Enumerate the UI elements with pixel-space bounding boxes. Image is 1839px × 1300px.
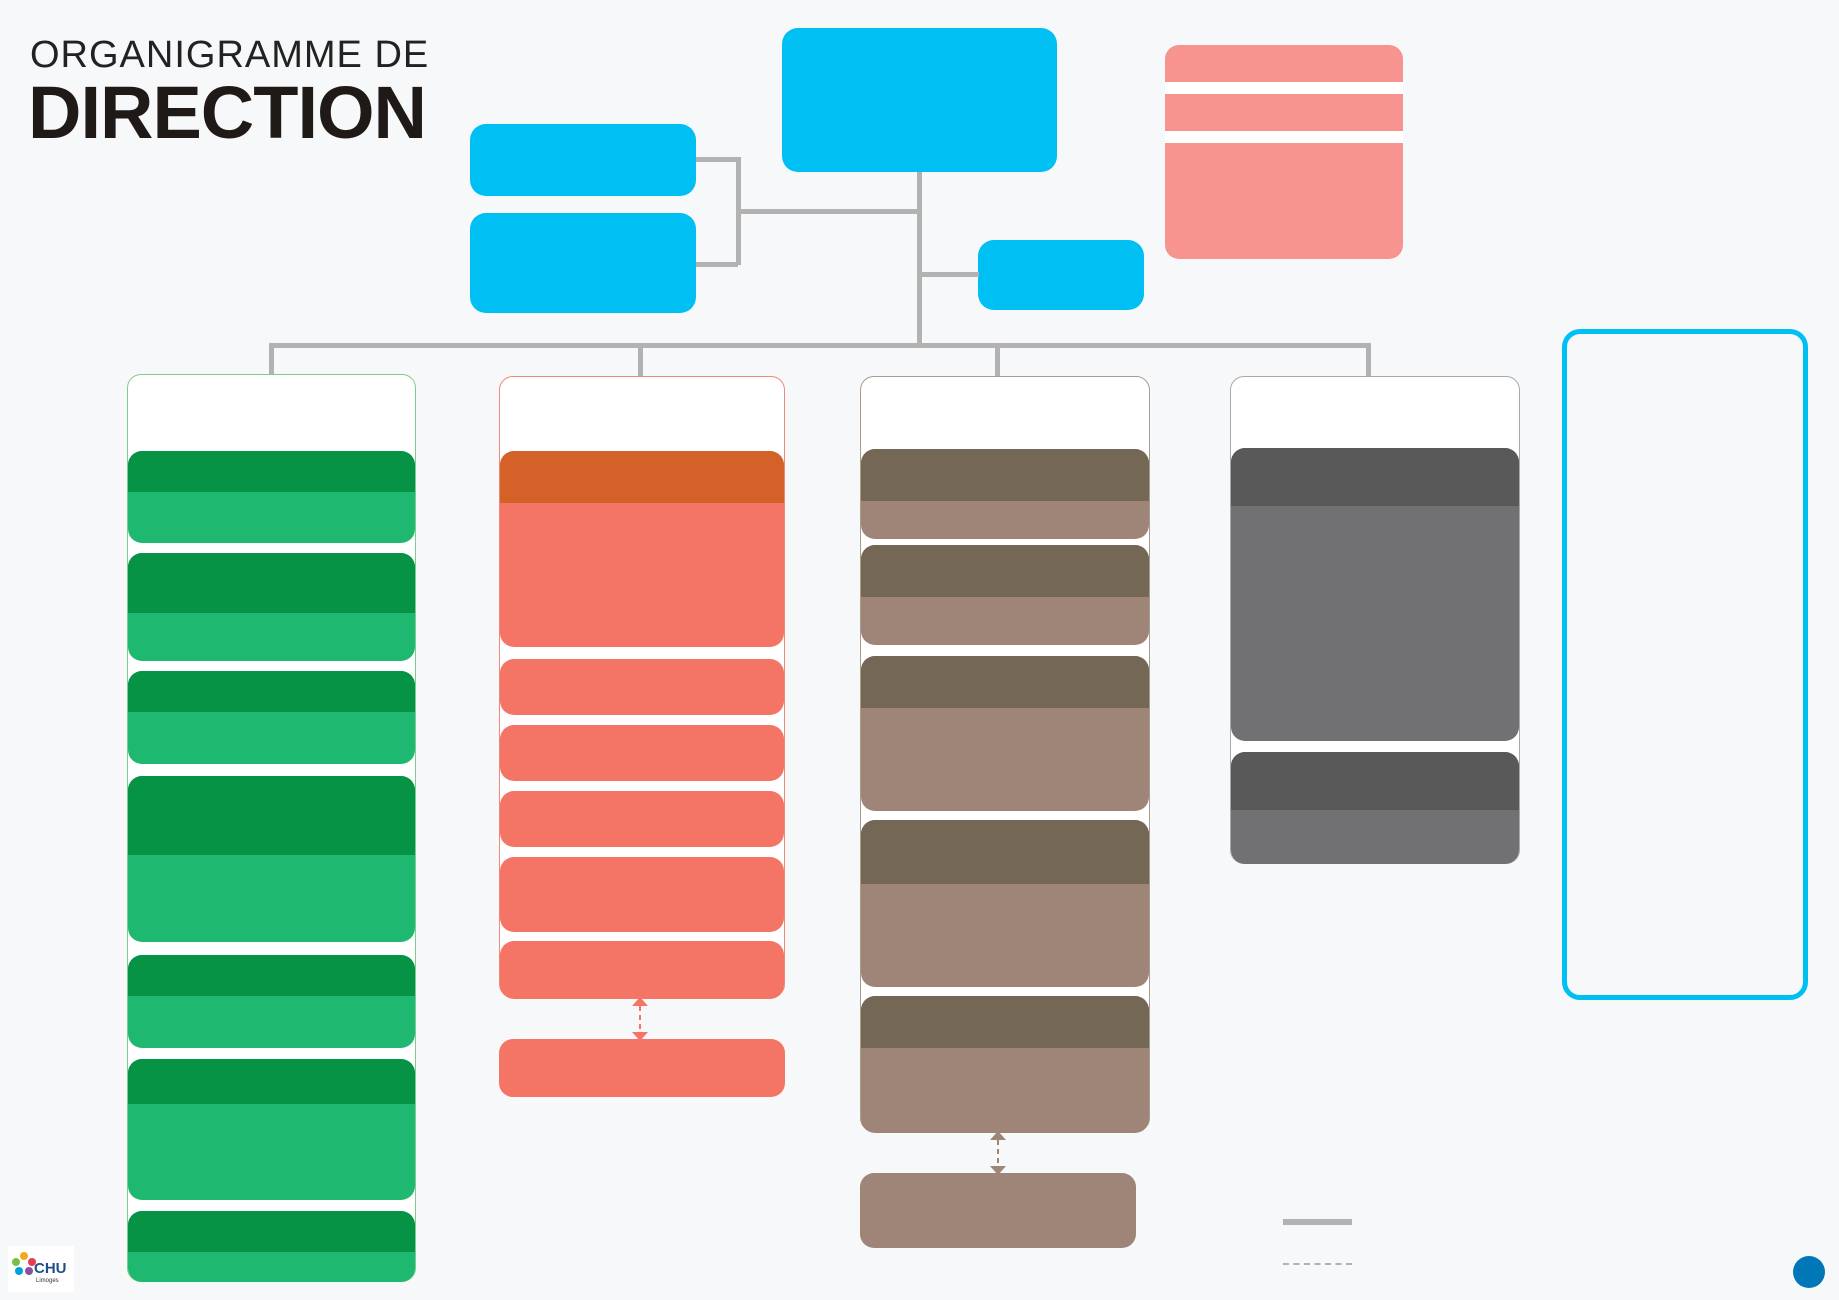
director-general-box (782, 28, 1057, 172)
attached-service-box (499, 1039, 785, 1097)
page-title: DIRECTION (28, 71, 427, 154)
department-card (500, 725, 784, 781)
department-card (1231, 448, 1519, 741)
connector-line (696, 157, 738, 162)
secretariat-box (1165, 45, 1403, 259)
chu-logo: CHU Limoges (8, 1246, 74, 1292)
connector-line (696, 262, 738, 267)
flower-icon (12, 1252, 36, 1275)
page-title-line1: ORGANIGRAMME DE (30, 34, 430, 76)
department-column-green (127, 374, 416, 1282)
department-card (861, 449, 1149, 539)
connector-line (995, 343, 1000, 377)
department-card (128, 955, 415, 1048)
side-panel-box (1562, 329, 1808, 1000)
assistant-box (978, 240, 1144, 310)
department-card (128, 776, 415, 942)
connector-line (638, 343, 643, 377)
attached-service-box (860, 1173, 1136, 1248)
department-card (128, 1211, 415, 1282)
department-column-brown (860, 376, 1150, 1133)
logo-text: CHU (34, 1260, 67, 1277)
dashed-link (990, 1131, 1006, 1175)
department-card (128, 1059, 415, 1200)
legend-solid-line (1283, 1219, 1352, 1225)
legend-dashed-line (1283, 1263, 1352, 1265)
department-card (861, 820, 1149, 987)
department-card (128, 671, 415, 764)
department-card (128, 553, 415, 661)
department-card (500, 941, 784, 999)
department-card (500, 451, 784, 647)
connector-line (269, 343, 274, 375)
department-column-orange (499, 376, 785, 999)
connector-line (919, 272, 979, 277)
advisor-box-1 (470, 124, 696, 196)
department-card (861, 545, 1149, 645)
separator (1165, 82, 1403, 94)
department-card (1231, 752, 1519, 864)
advisor-box-2 (470, 213, 696, 313)
dashed-link (632, 997, 648, 1041)
department-column-grey (1230, 376, 1520, 864)
connector-line (736, 209, 919, 214)
department-card (128, 451, 415, 543)
connector-line (269, 343, 1371, 348)
department-card (861, 656, 1149, 811)
connector-line (917, 172, 922, 346)
department-card (500, 791, 784, 847)
department-card (861, 996, 1149, 1133)
connector-line (1366, 343, 1371, 377)
connector-line (736, 157, 741, 265)
separator (1165, 131, 1403, 143)
logo-subtext: Limoges (36, 1278, 59, 1284)
department-card (500, 857, 784, 932)
page-marker-dot (1793, 1256, 1825, 1288)
department-card (500, 659, 784, 715)
